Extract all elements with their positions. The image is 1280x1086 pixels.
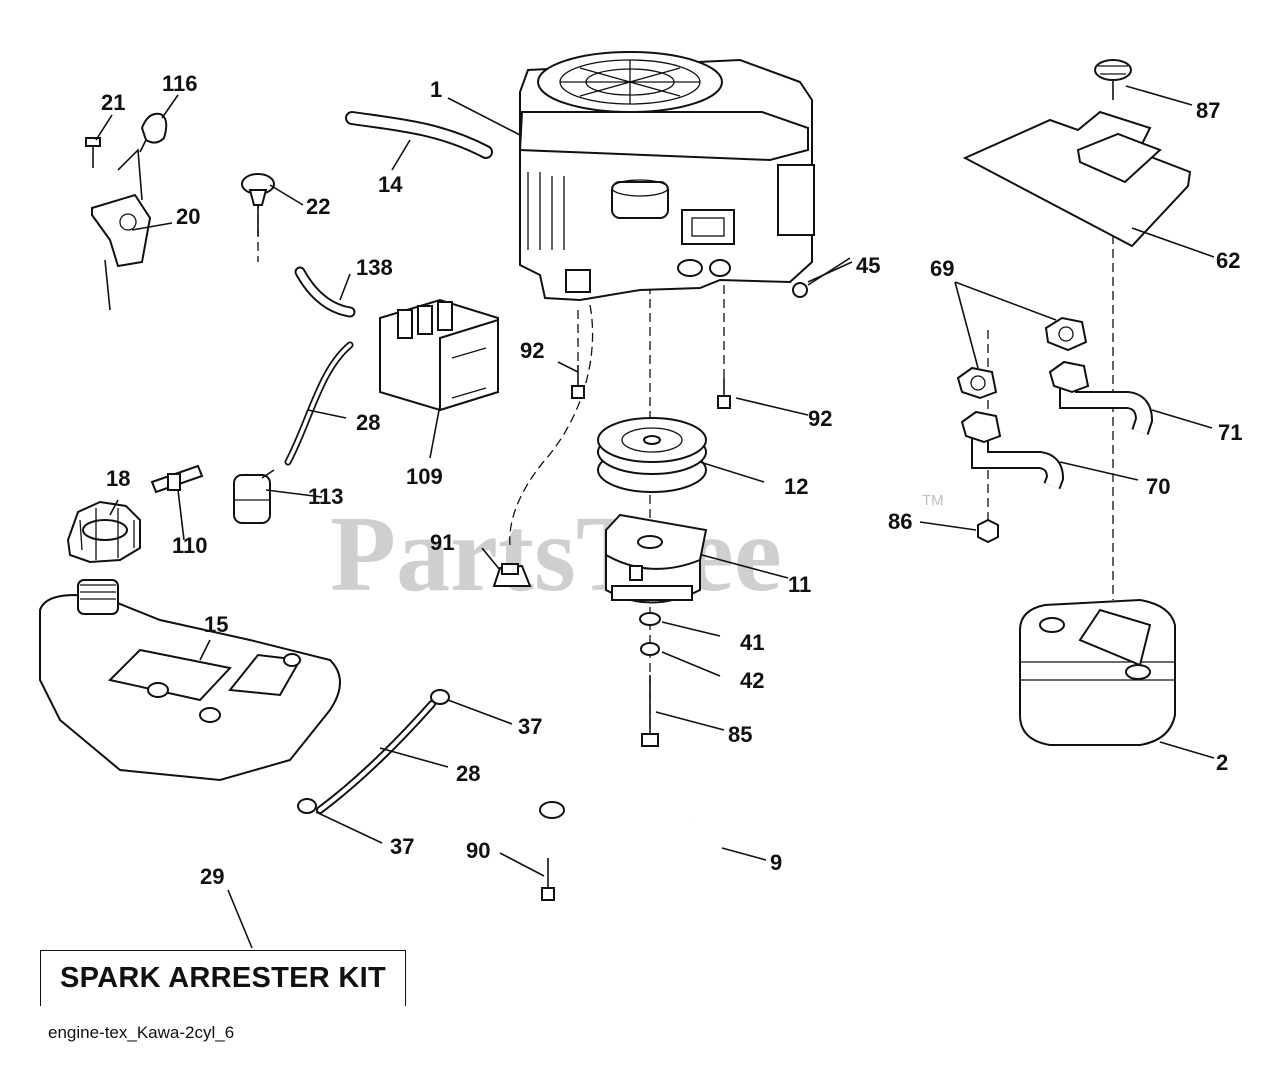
air-filter-part[interactable] xyxy=(379,298,499,412)
pto-bracket-part[interactable] xyxy=(539,798,743,922)
callout-28-lower: 28 xyxy=(456,761,480,786)
callout-2: 2 xyxy=(1216,750,1228,775)
callout-15: 15 xyxy=(204,612,228,637)
bracket-bolt-part[interactable] xyxy=(541,858,555,901)
throttle-bracket-part[interactable] xyxy=(91,148,152,311)
engine-bolt-left-part[interactable] xyxy=(571,365,585,399)
callout-1: 1 xyxy=(430,77,442,102)
choke-knob-part[interactable] xyxy=(241,173,275,236)
callout-86: 86 xyxy=(888,509,912,534)
heat-shield-part[interactable] xyxy=(962,110,1192,248)
grommet-part[interactable] xyxy=(492,563,532,587)
engine-bolt-right-part[interactable] xyxy=(717,378,731,409)
muffler-part[interactable] xyxy=(1019,598,1176,746)
callout-18: 18 xyxy=(106,466,130,491)
callout-92-right: 92 xyxy=(808,406,832,431)
callout-71: 71 xyxy=(1218,420,1242,445)
callout-29: 29 xyxy=(200,864,224,889)
pulley-part[interactable] xyxy=(597,417,707,493)
callout-42: 42 xyxy=(740,668,764,693)
shield-screw-part[interactable] xyxy=(1094,59,1132,100)
callout-9: 9 xyxy=(770,850,782,875)
callout-28-upper: 28 xyxy=(356,410,380,435)
callout-11: 11 xyxy=(788,572,811,597)
callout-37-upper: 37 xyxy=(518,714,542,739)
fuel-tank-part[interactable] xyxy=(39,579,341,782)
hose-clamp-upper-part[interactable] xyxy=(430,689,450,705)
fuel-cap-part[interactable] xyxy=(66,500,141,564)
callout-110: 110 xyxy=(172,533,208,558)
exhaust-pipe-right-part[interactable] xyxy=(1048,360,1154,435)
hose-clamp-lower-part[interactable] xyxy=(297,798,317,814)
fuel-tee-part[interactable] xyxy=(150,464,204,494)
throttle-screw-part[interactable] xyxy=(85,137,101,168)
callout-14: 14 xyxy=(378,172,403,197)
callout-113: 113 xyxy=(308,484,344,509)
lock-washer-part[interactable] xyxy=(640,642,660,656)
callout-92-left: 92 xyxy=(520,338,544,363)
spark-arrester-kit-box[interactable]: SPARK ARRESTER KIT xyxy=(40,950,406,1006)
callout-90: 90 xyxy=(466,838,490,863)
callout-116: 116 xyxy=(162,71,198,96)
engine-part[interactable] xyxy=(518,51,815,302)
callout-12: 12 xyxy=(784,474,808,499)
callout-85: 85 xyxy=(728,722,752,747)
watermark-trademark: TM xyxy=(922,492,944,509)
callout-62: 62 xyxy=(1216,248,1240,273)
exhaust-pipe-left-part[interactable] xyxy=(960,410,1065,490)
diagram-caption: engine-tex_Kawa-2cyl_6 xyxy=(48,1023,235,1042)
washer-part[interactable] xyxy=(639,612,661,626)
clutch-bolt-part[interactable] xyxy=(641,675,659,747)
callout-91: 91 xyxy=(430,530,454,555)
oil-drain-part[interactable] xyxy=(792,257,851,298)
muffler-nut-part[interactable] xyxy=(977,518,999,544)
fuel-filter-part[interactable] xyxy=(233,469,275,524)
callout-20: 20 xyxy=(176,204,200,229)
watermark-text: PartsTree xyxy=(330,495,782,614)
electric-clutch-part[interactable] xyxy=(605,513,708,604)
callout-87: 87 xyxy=(1196,98,1220,123)
callout-109: 109 xyxy=(406,464,443,489)
gasket-part[interactable] xyxy=(956,366,998,400)
callout-69: 69 xyxy=(930,256,954,281)
callout-22: 22 xyxy=(306,194,330,219)
callout-41: 41 xyxy=(740,630,764,655)
callout-70: 70 xyxy=(1146,474,1170,499)
callout-37-lower: 37 xyxy=(390,834,414,859)
spark-arrester-kit-label: SPARK ARRESTER KIT xyxy=(59,962,387,994)
throttle-knob-part[interactable] xyxy=(139,112,168,153)
callout-45: 45 xyxy=(856,253,880,278)
callout-138: 138 xyxy=(356,255,393,280)
callout-21: 21 xyxy=(101,90,125,115)
